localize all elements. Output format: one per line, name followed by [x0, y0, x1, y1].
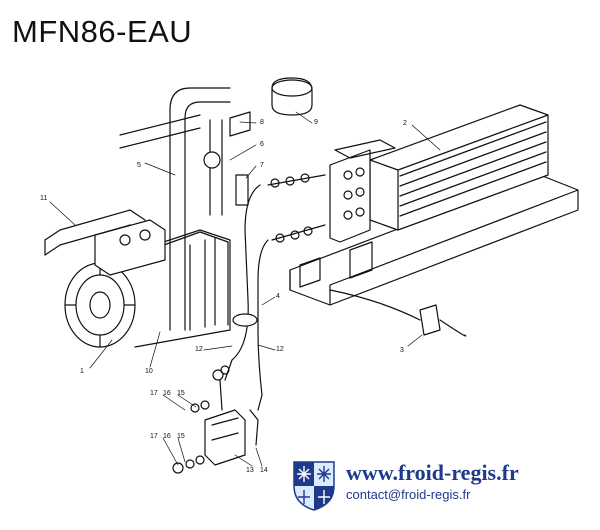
callout-4: 4 — [276, 293, 280, 300]
filter-drier-and-sight-glass — [203, 77, 313, 206]
callout-8: 8 — [260, 119, 264, 126]
callout-16-lower: 16 — [163, 433, 171, 440]
callout-3: 3 — [400, 347, 404, 354]
condenser-coil — [329, 104, 549, 243]
callout-13: 13 — [246, 467, 254, 474]
callout-2: 2 — [403, 120, 407, 127]
water-valve-assembly — [172, 365, 259, 474]
callout-17-upper: 17 — [150, 390, 158, 397]
callout-7: 7 — [260, 162, 264, 169]
callout-16-upper: 16 — [163, 390, 171, 397]
leader-lines — [49, 111, 441, 467]
pipework — [44, 87, 231, 331]
callout-6: 6 — [260, 141, 264, 148]
callout-12-left: 12 — [195, 346, 203, 353]
website-link[interactable]: www.froid-regis.fr — [346, 460, 519, 485]
callout-15-lower: 15 — [177, 433, 185, 440]
callout-1: 1 — [80, 368, 84, 375]
callouts: 1 2 3 4 5 6 7 8 9 10 11 12 12 13 14 15 1… — [40, 119, 407, 474]
callout-9: 9 — [314, 119, 318, 126]
water-hoses — [224, 173, 326, 411]
callout-5: 5 — [137, 162, 141, 169]
callout-14: 14 — [260, 467, 268, 474]
callout-17-lower: 17 — [150, 433, 158, 440]
callout-10: 10 — [145, 368, 153, 375]
callout-12-right: 12 — [276, 346, 284, 353]
callout-15-upper: 15 — [177, 390, 185, 397]
pressure-control — [329, 289, 467, 337]
callout-11: 11 — [40, 195, 47, 202]
snowflake-logo-icon — [293, 461, 335, 511]
contact-email-link[interactable]: contact@froid-regis.fr — [346, 487, 471, 502]
page-title: MFN86-EAU — [12, 14, 193, 49]
compressor — [64, 219, 231, 348]
